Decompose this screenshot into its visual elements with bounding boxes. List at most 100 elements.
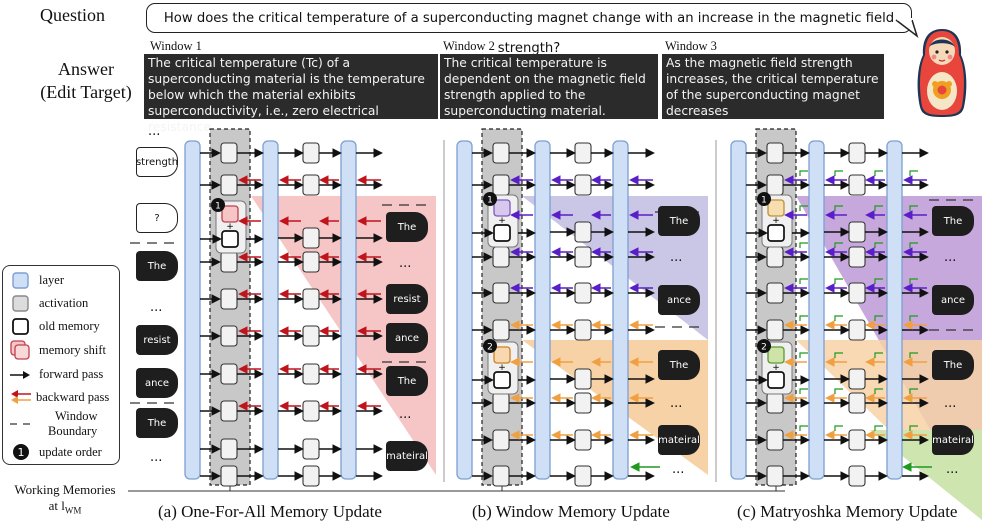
legend-memory-shift-label: memory shift	[39, 343, 107, 357]
green-bracket	[909, 388, 918, 394]
update-order-number: 1	[487, 196, 493, 206]
activation-box	[766, 392, 784, 414]
legend-update-order-label: update order	[39, 445, 102, 459]
layer-legend-icon	[12, 272, 29, 289]
activation-box	[220, 288, 238, 310]
input-token: ?	[136, 203, 178, 233]
window-1-title: Window 1	[150, 39, 202, 53]
activation-box	[492, 319, 510, 341]
activation-box	[574, 368, 592, 390]
update-order-number: 2	[487, 343, 493, 353]
output-token-c: The	[932, 206, 974, 236]
activation-box	[302, 288, 320, 310]
activation-box	[848, 392, 866, 414]
activation-box	[848, 429, 866, 451]
update-order-badge	[757, 339, 771, 353]
green-bracket	[874, 242, 883, 248]
update-order-badge	[211, 198, 225, 212]
output-token-b: mateiral	[658, 425, 700, 455]
activation-box	[574, 429, 592, 451]
activation-box	[848, 319, 866, 341]
output-ellipsis-c: ...	[944, 250, 957, 265]
memory-shift-box	[493, 199, 511, 217]
input-token: ance	[136, 368, 178, 398]
legend-window-label: Window	[55, 409, 98, 423]
activation-box	[574, 221, 592, 243]
layer-bar	[262, 140, 279, 480]
update-order-number: 1	[215, 202, 221, 212]
legend-activation-label: activation	[39, 296, 89, 310]
activation-box	[766, 246, 784, 268]
activation-box	[302, 400, 320, 422]
activation-box	[220, 142, 238, 164]
input-token: The	[136, 408, 178, 438]
old-memory-box	[221, 230, 239, 248]
output-token-c: ance	[932, 285, 974, 315]
working-memories-line2: at lWM	[6, 498, 124, 519]
working-memories-line1: Working Memories	[14, 482, 116, 497]
memory-shift-box	[493, 346, 511, 364]
activation-box	[848, 221, 866, 243]
output-token-c: The	[932, 350, 974, 380]
output-token-a: The	[386, 366, 428, 396]
green-bracket	[874, 352, 883, 358]
window-boundary-legend-icon	[10, 423, 32, 425]
layer-bar	[886, 140, 903, 480]
old-memory-box	[767, 224, 785, 242]
layer-bar	[340, 140, 357, 480]
green-bracket	[874, 170, 883, 176]
activation-box	[574, 319, 592, 341]
output-token-b: ance	[658, 285, 700, 315]
activation-box	[302, 251, 320, 273]
output-token-b: The	[658, 350, 700, 380]
input-token: resist	[136, 325, 178, 355]
svg-text:1: 1	[18, 446, 25, 459]
memory-shift-box	[221, 205, 239, 223]
activation-box	[220, 325, 238, 347]
plus-sign: +	[772, 216, 780, 226]
green-bracket	[834, 315, 843, 321]
green-bracket	[799, 170, 808, 176]
output-token-c: mateiral	[932, 425, 974, 455]
layer-bar	[184, 140, 201, 480]
activation-box	[302, 465, 320, 487]
output-ellipsis-a: ...	[399, 407, 412, 422]
answer-label-line2: (Edit Target)	[40, 82, 132, 102]
memory-shift-legend-icon	[10, 340, 30, 360]
layer-bar	[612, 140, 629, 480]
green-bracket	[799, 352, 808, 358]
update-order-number: 2	[761, 343, 767, 353]
activation-box	[302, 325, 320, 347]
legend-boundary-label: Boundary	[48, 424, 98, 438]
activation-box	[220, 438, 238, 460]
memory-shift-box	[767, 199, 785, 217]
memory-shift-box	[767, 346, 785, 364]
green-bracket	[799, 205, 808, 211]
green-bracket	[874, 315, 883, 321]
plus-sign: +	[226, 222, 234, 232]
green-bracket	[874, 278, 883, 284]
activation-box	[766, 319, 784, 341]
green-bracket	[799, 388, 808, 394]
old-memory-legend-icon	[12, 318, 29, 335]
speech-tail	[895, 18, 919, 39]
input-token: strength	[136, 147, 178, 177]
output-token-b: The	[658, 206, 700, 236]
window-3-title: Window 3	[665, 39, 717, 53]
output-ellipsis-a: ...	[399, 256, 412, 271]
activation-box	[848, 282, 866, 304]
green-bracket	[909, 315, 918, 321]
forward-arrow-legend-icon	[10, 371, 30, 379]
question-label: Question	[40, 5, 105, 25]
green-bracket	[909, 242, 918, 248]
activation-box	[220, 363, 238, 385]
activation-box	[574, 392, 592, 414]
activation-box	[492, 282, 510, 304]
plus-sign: +	[498, 363, 506, 373]
green-bracket	[834, 205, 843, 211]
layer-bar	[456, 140, 473, 480]
green-bracket	[909, 352, 918, 358]
question-bubble: How does the critical temperature of a s…	[146, 3, 912, 56]
activation-box	[848, 465, 866, 487]
